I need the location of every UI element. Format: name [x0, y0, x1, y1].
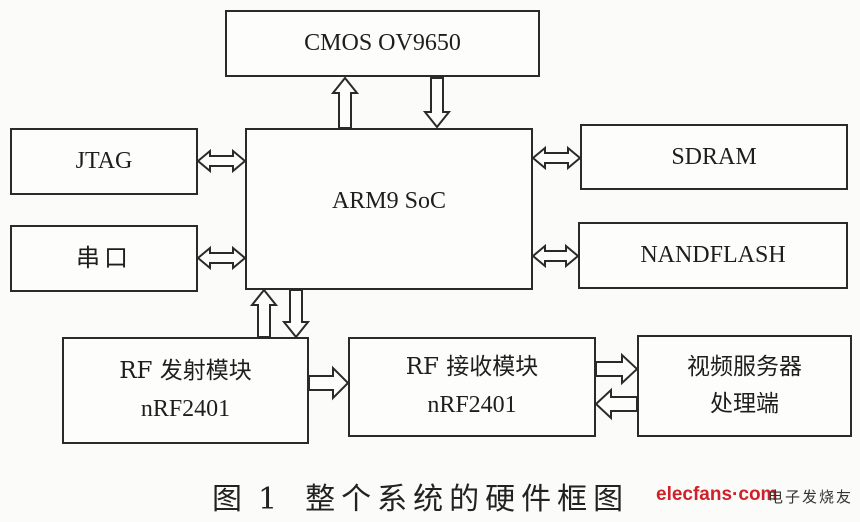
jtag-label: JTAG — [75, 148, 133, 175]
rf-receiver-title: RF 接收模块 — [405, 354, 539, 381]
arrow-arm-to-rftx — [281, 289, 311, 339]
cmos-ov9650-block: CMOS OV9650 — [225, 10, 540, 77]
arrow-rftx-to-rfrx — [308, 365, 350, 401]
nandflash-block: NANDFLASH — [578, 222, 848, 289]
video-server-title: 视频服务器 — [687, 354, 802, 381]
watermark-site: elecfans·com — [656, 484, 778, 505]
arrow-arm-to-cmos — [330, 76, 360, 129]
rf-transmitter-block: RF 发射模块 nRF2401 — [62, 337, 309, 444]
arrow-arm-nandflash — [531, 243, 580, 269]
caption-title: 整个系统的硬件框图 — [305, 482, 630, 517]
rf-receiver-chip: nRF2401 — [427, 392, 517, 419]
arrow-rftx-to-arm — [249, 288, 279, 338]
rf-transmitter-chip: nRF2401 — [140, 395, 231, 422]
arrow-rfrx-to-video — [595, 352, 639, 386]
arrow-jtag-arm — [196, 148, 247, 174]
watermark-name: 电子发烧友 — [768, 488, 854, 506]
arrow-arm-sdram — [531, 145, 582, 171]
rf-receiver-block: RF 接收模块 nRF2401 — [348, 337, 596, 437]
cmos-label: CMOS OV9650 — [304, 30, 461, 57]
serial-port-label: 串口 — [76, 244, 132, 273]
serial-port-block: 串口 — [10, 225, 198, 292]
sdram-block: SDRAM — [580, 124, 848, 190]
video-server-block: 视频服务器 处理端 — [637, 335, 852, 437]
arm9-soc-label: ARM9 SoC — [331, 187, 447, 214]
caption-figure-label: 图 — [212, 482, 248, 517]
caption-figure-number: 1 — [258, 482, 284, 517]
rf-transmitter-title: RF 发射模块 — [119, 357, 252, 384]
arrow-serial-arm — [196, 245, 247, 271]
nandflash-label: NANDFLASH — [640, 242, 786, 269]
arrow-video-to-rfrx — [594, 387, 638, 421]
jtag-block: JTAG — [10, 128, 198, 195]
arrow-cmos-to-arm — [422, 77, 452, 129]
video-server-subtitle: 处理端 — [710, 391, 779, 417]
arm9-soc-block: ARM9 SoC — [245, 128, 533, 290]
sdram-label: SDRAM — [671, 143, 757, 170]
